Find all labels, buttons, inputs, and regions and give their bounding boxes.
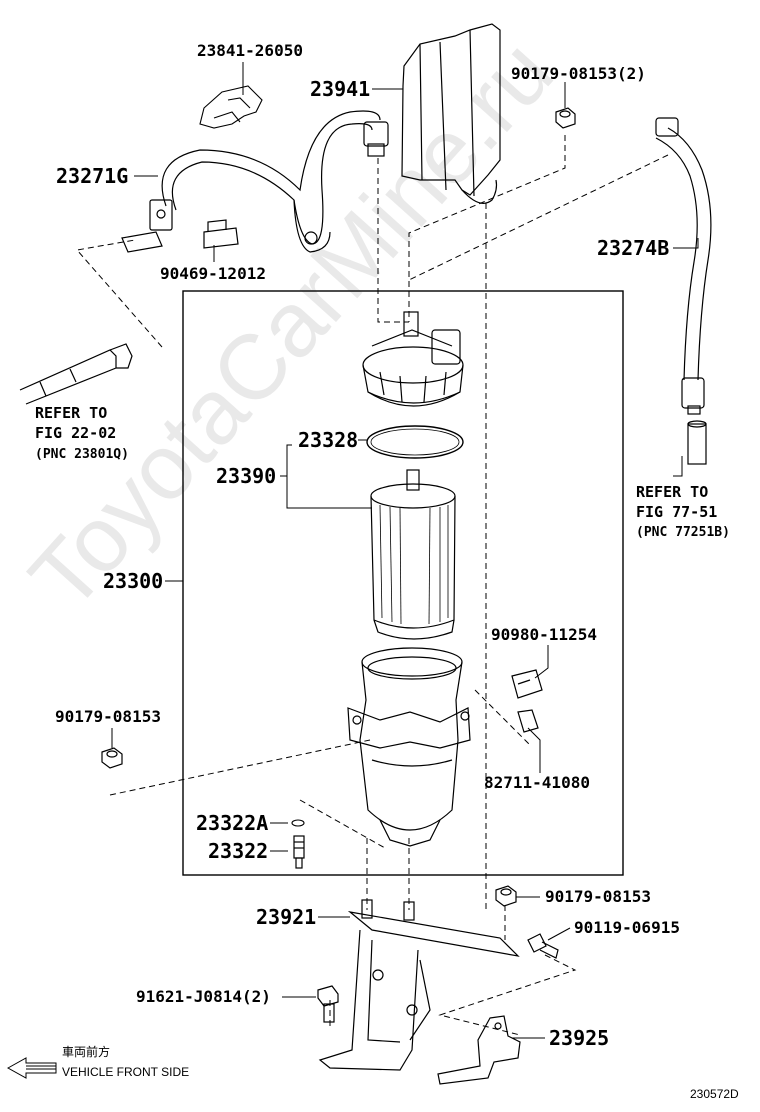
callout-23322: 23322 [208,839,269,863]
assembly-frame-23300 [182,290,624,876]
ref-right-line1: REFER TO [636,483,709,501]
callout-23300: 23300 [103,569,164,593]
callout-23921: 23921 [256,905,317,929]
o-ring-23322a [291,819,305,827]
bracket-23921 [318,899,520,1071]
ref-left-line2: FIG 22-02 [35,424,117,442]
o-ring-23328 [366,425,464,459]
ref-left-line1: REFER TO [35,404,108,422]
filter-cap [362,311,464,407]
callout-23841-26050: 23841-26050 [197,41,303,60]
callout-91621-j0814-2: 91621-J0814(2) [136,987,271,1006]
front-label-jp: 車両前方 [62,1045,111,1059]
heat-protector-23941 [401,23,501,204]
callout-23274b: 23274B [597,236,670,260]
clip-82711 [517,709,539,733]
drawing-code: 230572D [690,1087,739,1101]
reference-fuel-line-left [19,343,133,405]
front-label-en: VEHICLE FRONT SIDE [62,1065,190,1079]
drain-valve-23322 [293,835,305,869]
callout-90179-08153-left: 90179-08153 [55,707,161,726]
callout-23925: 23925 [549,1026,610,1050]
callout-90119-06915: 90119-06915 [574,918,680,937]
nut-90179-top [555,107,576,129]
vehicle-front-arrow [6,1057,57,1079]
hose-23274b [655,117,712,465]
callout-23271g: 23271G [56,164,129,188]
ref-right-line2: FIG 77-51 [636,503,718,521]
connector-90980 [511,669,543,699]
callout-23328: 23328 [298,428,359,452]
callout-90980-11254: 90980-11254 [491,625,597,644]
ref-left-line3: (PNC 23801Q) [35,447,129,462]
callout-90469-12012: 90469-12012 [160,264,266,283]
callout-82711-41080: 82711-41080 [484,773,590,792]
leader-lines [111,62,699,1039]
ref-right-line3: (PNC 77251B) [636,525,730,540]
callout-23390: 23390 [216,464,277,488]
bracket-23925 [437,1015,521,1085]
filter-element-23390 [370,469,456,640]
callout-23941: 23941 [310,77,371,101]
bracket-clip-23841 [199,85,263,129]
fuel-hose-23271g [121,110,389,253]
callout-23322a: 23322A [196,811,269,835]
callout-90179-08153-lower: 90179-08153 [545,887,651,906]
bolt-90119 [527,933,559,959]
filter-housing [347,647,471,847]
callout-90179-08153-2: 90179-08153(2) [511,64,646,83]
nut-90179-left [101,747,123,769]
assembly-dashed-lines [76,135,669,1036]
nut-90179-lower [495,885,517,907]
clamp-90469 [203,219,239,249]
bolt-91621 [317,985,339,1023]
